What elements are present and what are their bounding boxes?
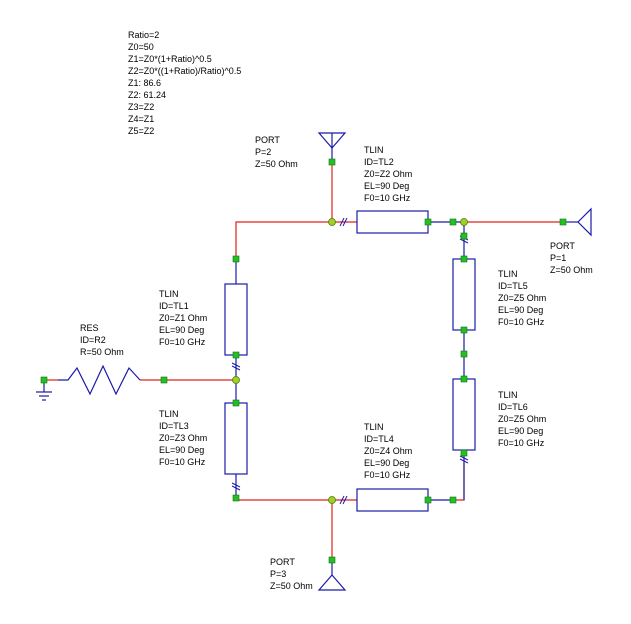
equation-line: Z1=Z0*(1+Ratio)^0.5 xyxy=(128,54,212,64)
tl3-label: TLIN ID=TL3 Z0=Z3 Ohm EL=90 Deg F0=10 GH… xyxy=(159,409,208,467)
ground-icon xyxy=(36,391,52,401)
equations-block: Ratio=2 Z0=50 Z1=Z0*(1+Ratio)^0.5 Z2=Z0*… xyxy=(128,29,241,137)
port1-symbol[interactable] xyxy=(577,207,592,237)
equation-line: Z0=50 xyxy=(128,42,154,52)
tl2-label: TLIN ID=TL2 Z0=Z2 Ohm EL=90 Deg F0=10 GH… xyxy=(364,145,413,203)
resistor-r2[interactable] xyxy=(58,364,141,396)
junction-nodes xyxy=(232,218,468,504)
equation-line: Z5=Z2 xyxy=(128,126,155,136)
port3-label: PORT P=3 Z=50 Ohm xyxy=(270,557,313,591)
port2-label: PORT P=2 Z=50 Ohm xyxy=(255,135,298,169)
tl6-body[interactable] xyxy=(452,378,476,451)
tl4-label: TLIN ID=TL4 Z0=Z4 Ohm EL=90 Deg F0=10 GH… xyxy=(364,422,413,480)
tl4-body[interactable] xyxy=(356,488,429,512)
component-leads xyxy=(43,133,578,575)
wire-top-left xyxy=(235,221,332,259)
equation-line: Z4=Z1 xyxy=(128,114,155,124)
equation-line: Z3=Z2 xyxy=(128,102,155,112)
tl5-label: TLIN ID=TL5 Z0=Z5 Ohm EL=90 Deg F0=10 GH… xyxy=(498,269,547,327)
port3-symbol[interactable] xyxy=(317,574,347,591)
wire-bottom-right xyxy=(453,463,465,501)
tl2-body[interactable] xyxy=(356,210,429,234)
port1-label: PORT P=1 Z=50 Ohm xyxy=(550,241,593,275)
tl1-body[interactable] xyxy=(224,283,248,356)
tl6-label: TLIN ID=TL6 Z0=Z5 Ohm EL=90 Deg F0=10 GH… xyxy=(498,390,547,448)
equation-line: Ratio=2 xyxy=(128,30,160,40)
tl1-label: TLIN ID=TL1 Z0=Z1 Ohm EL=90 Deg F0=10 GH… xyxy=(159,289,208,347)
pins xyxy=(40,158,567,564)
equation-line: Z2=Z0*((1+Ratio)/Ratio)^0.5 xyxy=(128,66,242,76)
tl3-body[interactable] xyxy=(224,402,248,475)
wire-bottom-left xyxy=(235,498,332,501)
equation-line: Z1: 86.6 xyxy=(128,78,162,88)
equation-line: Z2: 61.24 xyxy=(128,90,167,100)
tl5-body[interactable] xyxy=(452,258,476,331)
orientation-marks xyxy=(231,217,469,505)
wires xyxy=(44,162,563,560)
res-label: RES ID=R2 R=50 Ohm xyxy=(80,323,124,357)
